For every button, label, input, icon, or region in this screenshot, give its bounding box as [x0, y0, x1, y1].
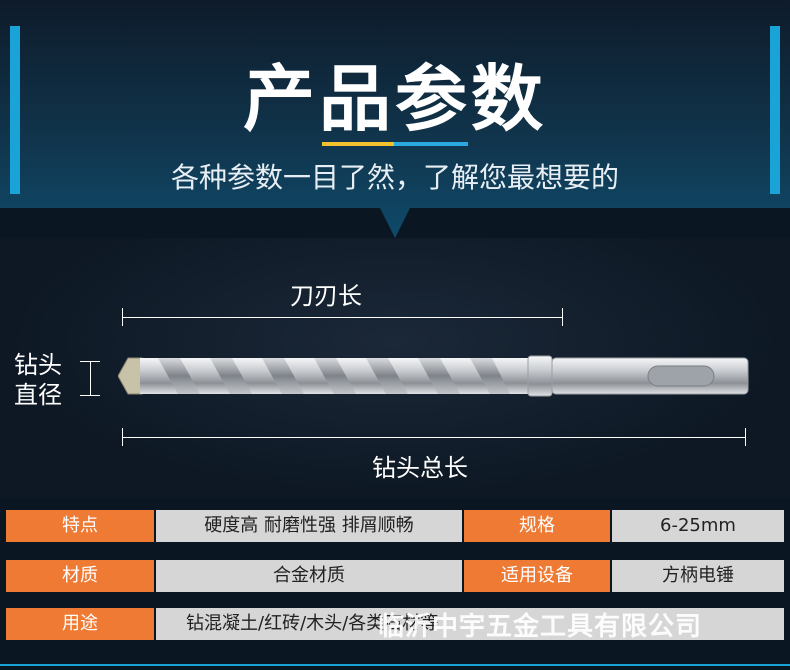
- spec-key-equipment: 适用设备: [464, 560, 610, 592]
- total-length-tick-left: [122, 428, 123, 446]
- page-title: 产品参数: [242, 57, 547, 141]
- spec-key-usage: 用途: [6, 608, 154, 640]
- spec-row: 特点 硬度高 耐磨性强 排屑顺畅 规格 6-25mm: [6, 510, 784, 542]
- spec-value-material: 合金材质: [156, 560, 462, 592]
- spec-value-usage: 钻混凝土/红砖/木头/各类石材等: [156, 608, 784, 640]
- title-underline-yellow: [322, 142, 394, 146]
- spec-key-features: 特点: [6, 510, 154, 542]
- spec-key-material: 材质: [6, 560, 154, 592]
- drill-bit-image: [118, 355, 749, 397]
- total-length-label: 钻头总长: [372, 454, 468, 482]
- diameter-line: [90, 361, 91, 395]
- company-watermark: 临沂中宇五金工具有限公司: [378, 612, 703, 642]
- spec-value-size: 6-25mm: [612, 510, 784, 542]
- blade-length-label: 刀刃长: [290, 282, 362, 310]
- spec-row: 材质 合金材质 适用设备 方柄电锤: [6, 560, 784, 592]
- spec-key-size: 规格: [464, 510, 610, 542]
- diameter-label-line2: 直径: [14, 381, 62, 409]
- spec-value-features: 硬度高 耐磨性强 排屑顺畅: [156, 510, 462, 542]
- left-accent-bar: [10, 26, 20, 194]
- diameter-tick-bottom: [80, 395, 100, 396]
- diameter-label-line1: 钻头: [14, 351, 62, 379]
- blade-length-tick-left: [122, 308, 123, 326]
- right-accent-bar: [770, 26, 780, 194]
- spec-row: 用途 钻混凝土/红砖/木头/各类石材等: [6, 608, 784, 640]
- blade-length-tick-right: [562, 308, 563, 326]
- title-underline-blue: [394, 142, 468, 146]
- header-banner: [0, 0, 790, 238]
- bottom-accent-line: [0, 664, 790, 666]
- spec-value-equipment: 方柄电锤: [612, 560, 784, 592]
- total-length-line: [122, 437, 746, 438]
- diameter-label: 钻头 直径: [14, 350, 74, 410]
- page-subtitle: 各种参数一目了然，了解您最想要的: [170, 161, 619, 194]
- total-length-tick-right: [745, 428, 746, 446]
- blade-length-line: [122, 317, 563, 318]
